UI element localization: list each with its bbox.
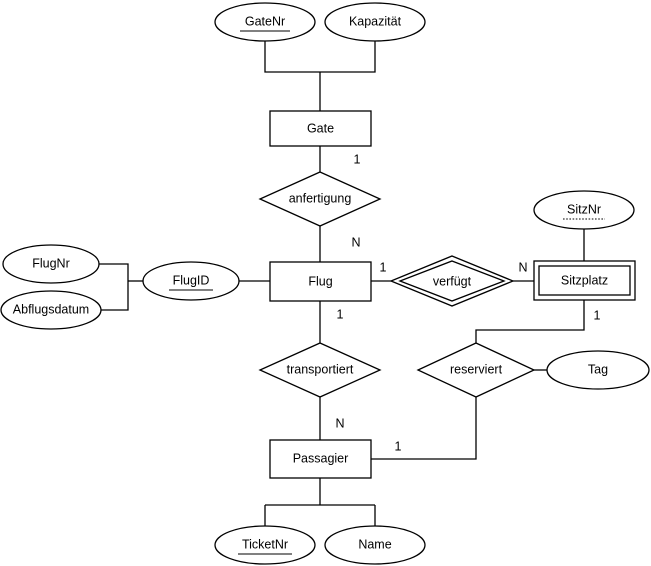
attribute-tag[interactable]: Tag [546, 350, 650, 390]
attribute-flugid-ellipse[interactable] [142, 261, 240, 301]
relationship-reserviert[interactable]: reserviert [416, 342, 536, 398]
attribute-sitznr-label: SitzNr [567, 202, 601, 216]
relationship-transportiert[interactable]: transportiert [258, 342, 382, 398]
entity-gate-label: Gate [307, 121, 334, 135]
relationship-verfuegt-diamond-outer[interactable] [389, 255, 515, 307]
relationship-transportiert-label: transportiert [287, 362, 354, 376]
entity-sitzplatz-box-outer[interactable] [533, 260, 636, 301]
attribute-abflugsdatum[interactable]: Abflugsdatum [0, 290, 102, 330]
entity-passagier-box[interactable] [269, 439, 372, 479]
attribute-abflugsdatum-label: Abflugsdatum [13, 302, 89, 316]
connector-flugnr-to-junction [99, 263, 129, 311]
attribute-name[interactable]: Name [324, 525, 426, 565]
cardinality-transportiert-passagier: N [335, 416, 344, 430]
attribute-tag-label: Tag [588, 362, 608, 376]
entity-gate-box[interactable] [269, 110, 372, 147]
relationship-verfuegt-diamond-inner [398, 260, 506, 302]
entity-sitzplatz-box-inner [538, 265, 631, 296]
relationship-anfertigung-diamond[interactable] [258, 171, 382, 227]
attribute-sitznr[interactable]: SitzNr [533, 190, 635, 230]
attribute-flugid[interactable]: FlugID [142, 261, 240, 301]
entity-sitzplatz[interactable]: Sitzplatz [533, 260, 636, 301]
attribute-tag-ellipse[interactable] [546, 350, 650, 390]
attribute-gatenr[interactable]: GateNr [214, 2, 316, 42]
attribute-kapazitaet-label: Kapazität [349, 14, 402, 28]
attribute-sitznr-ellipse[interactable] [533, 190, 635, 230]
connector-passagier-to-reserviert [371, 397, 477, 460]
attribute-flugid-label: FlugID [173, 273, 210, 287]
attribute-flugnr[interactable]: FlugNr [2, 244, 100, 284]
cardinality-layer: 1 N 1 N 1 N 1 1 [335, 152, 600, 453]
connector-gatenr-to-gate [264, 41, 376, 73]
cardinality-passagier-reserviert: 1 [395, 439, 402, 453]
attribute-flugnr-label: FlugNr [32, 256, 70, 270]
relationship-reserviert-label: reserviert [450, 362, 503, 376]
entity-flug-label: Flug [308, 274, 332, 288]
entity-passagier-label: Passagier [293, 451, 349, 465]
cardinality-anfertigung-flug: N [351, 235, 360, 249]
entity-gate[interactable]: Gate [269, 110, 372, 147]
entity-flug[interactable]: Flug [269, 261, 372, 302]
entity-passagier[interactable]: Passagier [269, 439, 372, 479]
connector-layer [99, 41, 585, 526]
attribute-ticketnr-label: TicketNr [242, 537, 288, 551]
attribute-name-ellipse[interactable] [324, 525, 426, 565]
cardinality-verfuegt-sitzplatz: N [518, 260, 527, 274]
attribute-ticketnr[interactable]: TicketNr [214, 525, 316, 565]
relationship-verfuegt[interactable]: verfügt [389, 255, 515, 307]
attribute-flugnr-ellipse[interactable] [2, 244, 100, 284]
cardinality-sitzplatz-reserviert: 1 [594, 308, 601, 322]
cardinality-gate-anfertigung: 1 [354, 152, 361, 166]
relationship-anfertigung[interactable]: anfertigung [258, 171, 382, 227]
relationship-verfuegt-label: verfügt [433, 274, 472, 288]
entity-flug-box[interactable] [269, 261, 372, 302]
attribute-abflugsdatum-ellipse[interactable] [0, 290, 102, 330]
attribute-gatenr-label: GateNr [245, 14, 285, 28]
attribute-kapazitaet-ellipse[interactable] [324, 2, 426, 42]
entity-sitzplatz-label: Sitzplatz [561, 273, 608, 287]
connector-sitzplatz-to-reserviert [475, 300, 585, 343]
relationship-anfertigung-label: anfertigung [289, 191, 352, 205]
relationship-reserviert-diamond[interactable] [416, 342, 536, 398]
cardinality-flug-verfuegt: 1 [380, 260, 387, 274]
relationship-transportiert-diamond[interactable] [258, 342, 382, 398]
attribute-name-label: Name [358, 537, 391, 551]
cardinality-flug-transportiert: 1 [337, 307, 344, 321]
attribute-kapazitaet[interactable]: Kapazität [324, 2, 426, 42]
